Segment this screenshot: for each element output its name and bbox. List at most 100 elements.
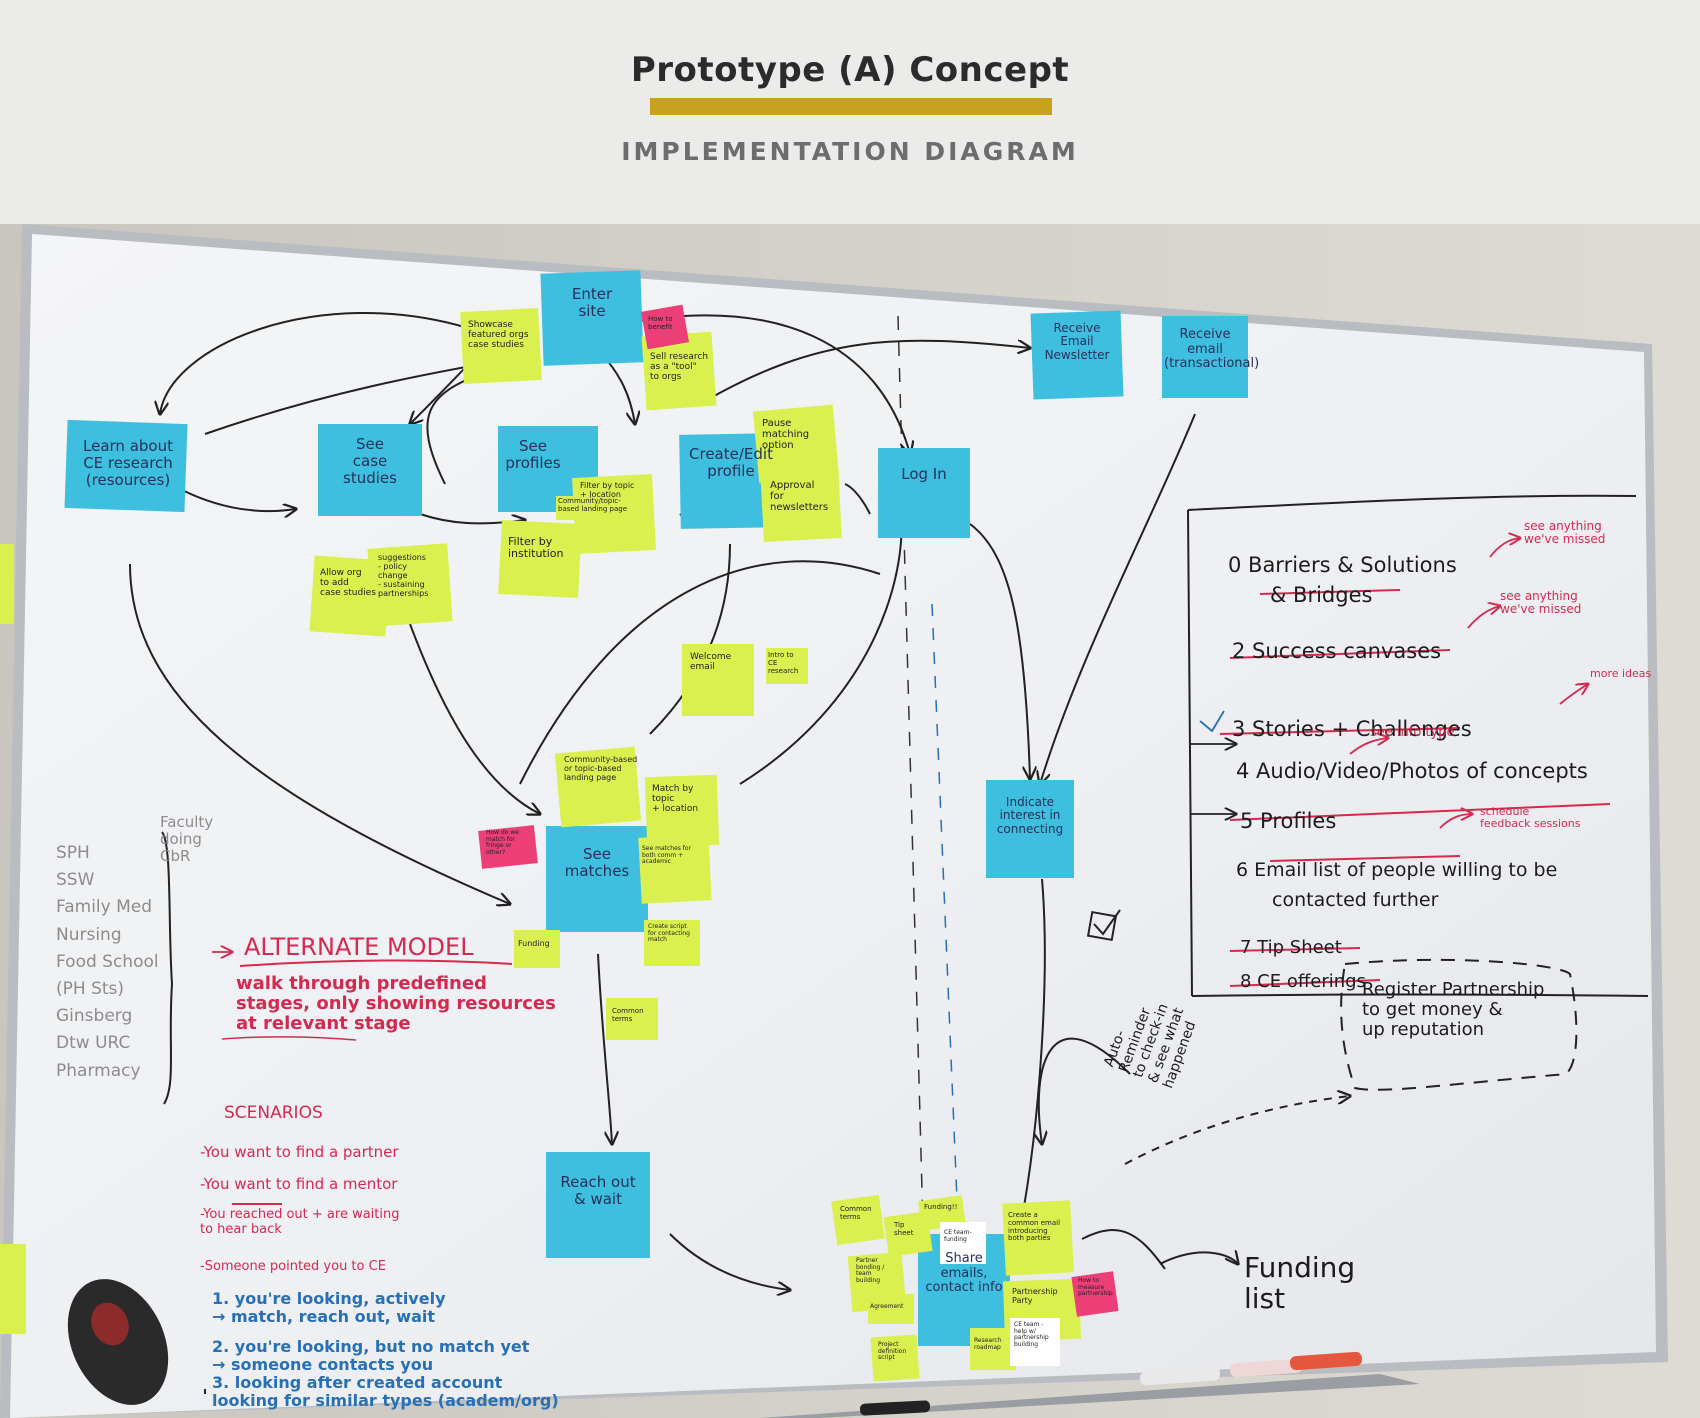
sticky-see-case-studies (318, 424, 422, 516)
marker (1140, 1366, 1220, 1386)
sticky-showcase (460, 308, 542, 384)
ce-team-funding-text: CE team- funding (944, 1229, 972, 1243)
funding-2-text: Funding!! (924, 1203, 958, 1211)
common-terms-2-text: Common terms (840, 1205, 872, 1221)
see-anything-annotation: see anything we've missed (1524, 519, 1606, 547)
numbered-item: 2. you're looking, but no match yet → so… (212, 1337, 530, 1374)
sticky-reach-out (546, 1152, 650, 1258)
sticky-approval-newsletters (760, 466, 842, 542)
partner-bonding-text: Partner bonding / team building (856, 1257, 885, 1285)
sticky-how-do-we-match (478, 825, 538, 869)
showcase-text: Showcase featured orgs case studies (468, 320, 529, 351)
how-do-we-match-text: How do we match for fringe or other? (486, 829, 519, 857)
sell-research-text: Sell research as a "tool" to orgs (650, 352, 709, 383)
scenario-item: -Someone pointed you to CE (200, 1259, 386, 1274)
reach-out-text: Reach out & wait (560, 1173, 636, 1208)
how-to-measure-text: How to measure partnership (1078, 1277, 1113, 1298)
approval-newsletters-text: Approval for newsletters (770, 480, 829, 514)
sticky-ce-team-funding (940, 1222, 986, 1264)
mouse-accent (91, 1302, 129, 1346)
allow-org-text: Allow org to add case studies (320, 568, 376, 599)
sticky-community-landing (554, 746, 642, 828)
whiteboard-surface (10, 234, 1656, 1418)
learn-about-text: Learn about CE research (resources) (83, 437, 173, 489)
sticky-ce-team-help (1010, 1318, 1060, 1366)
sticky-community-based (556, 496, 636, 520)
sticky-intro-ce-research (766, 648, 808, 684)
scenario-item: -You want to find a mentor (200, 1175, 398, 1193)
list-item-1: & Bridges (1270, 583, 1373, 607)
match-topic-text: Match by topic + location (652, 784, 699, 815)
numbered-item: 3. looking after created account looking… (212, 1373, 559, 1410)
sticky-match-topic (644, 774, 720, 848)
list-item-8: 7 Tip Sheet (1240, 937, 1342, 958)
sticky-common-terms (606, 998, 658, 1040)
research-roadmap-text: Research roadmap (974, 1337, 1002, 1351)
sticky-suggestions (367, 543, 453, 627)
sticky-funding (514, 930, 560, 968)
sticky-tip-sheet (883, 1211, 933, 1257)
welcome-email-text: Welcome email (690, 652, 732, 673)
sticky-project-definition (870, 1334, 920, 1382)
marker (1290, 1351, 1362, 1371)
indicate-interest-text: Indicate interest in connecting (996, 795, 1064, 836)
sticky-common-terms-2 (831, 1194, 885, 1246)
scenarios-heading: SCENARIOS (224, 1103, 323, 1123)
tip-sheet-text: Tip sheet (894, 1221, 914, 1237)
see-profiles-text: See profiles (505, 437, 561, 472)
create-common-email-text: Create a common email introducing both p… (1008, 1211, 1061, 1243)
sticky-enter-site (540, 270, 644, 366)
sticky-edge (0, 1244, 26, 1334)
create-script-text: Create script for contacting match (648, 923, 690, 944)
community-landing-text: Community-based or topic-based landing p… (564, 755, 638, 782)
filter-institution-text: Filter by institution (508, 535, 564, 561)
create-edit-profile-text: Create/Edit profile (689, 445, 773, 480)
underline (239, 959, 513, 967)
sticky-log-in (878, 448, 970, 538)
sticky-see-matches-both (638, 834, 712, 904)
divider-line (931, 603, 959, 1225)
filter-topic-text: Filter by topic + location (580, 481, 635, 499)
side-sticky-notes (0, 304, 1119, 1382)
sticky-pause-matching (753, 404, 839, 484)
page-subtitle: IMPLEMENTATION DIAGRAM (621, 137, 1079, 166)
checkmark-icon (1093, 909, 1121, 936)
page-title: Prototype (A) Concept (630, 50, 1070, 90)
schedule-feedback-annotation: schedule feedback sessions (1480, 805, 1581, 831)
alternate-model-body: walk through predefined stages, only sho… (236, 973, 556, 1035)
suggestions-text: suggestions - policy change - sustaining… (378, 553, 429, 598)
community-based-text: Community/topic- based landing page (558, 497, 628, 513)
partnership-party-text: Partnership Party (1012, 1287, 1058, 1305)
sticky-indicate-interest (986, 780, 1074, 878)
whiteboard-drawing (0, 224, 1700, 1418)
marker (859, 1400, 931, 1416)
sticky-sell-research (641, 331, 717, 411)
sticky-create-edit-profile (679, 433, 783, 529)
checkbox-icon (1086, 910, 1118, 942)
sticky-create-script (644, 920, 700, 966)
list-item-0: 0 Barriers & Solutions (1228, 553, 1457, 577)
list-item-9: 8 CE offerings (1240, 971, 1366, 992)
share-emails-text: Share emails, contact info (925, 1251, 1003, 1296)
list-item-5: 5 Profiles (1240, 809, 1337, 833)
see-matches-text: See matches (564, 845, 630, 880)
list-item-4: 4 Audio/Video/Photos of concepts (1236, 759, 1588, 783)
alternate-model-heading: ALTERNATE MODEL (244, 933, 474, 961)
sticky-receive-email-transactional (1162, 316, 1248, 398)
ce-team-help-text: CE team - help w/ partnership building (1014, 1321, 1049, 1349)
sticky-edge (0, 544, 14, 624)
how-to-text: How to benefit (648, 315, 673, 331)
scenario-item: -You reached out + are waiting to hear b… (200, 1207, 400, 1237)
accent-rule (650, 98, 1052, 115)
marker (1230, 1358, 1302, 1378)
scenario-item: -You want to find a partner (200, 1143, 399, 1161)
see-case-studies-text: See case studies (343, 435, 397, 487)
whiteboard-photo: Enter site Learn about CE research (reso… (0, 224, 1700, 1418)
common-terms-text: Common terms (612, 1007, 644, 1023)
list-item-3: 3 Stories + Challenges (1232, 717, 1472, 741)
sticky-welcome-email (682, 644, 754, 716)
sticky-create-common-email (1002, 1200, 1074, 1276)
list-item-2: 2 Success canvases (1232, 639, 1442, 663)
pause-matching-text: Pause matching option (762, 418, 810, 452)
project-definition-text: Project definition script (878, 1341, 907, 1362)
